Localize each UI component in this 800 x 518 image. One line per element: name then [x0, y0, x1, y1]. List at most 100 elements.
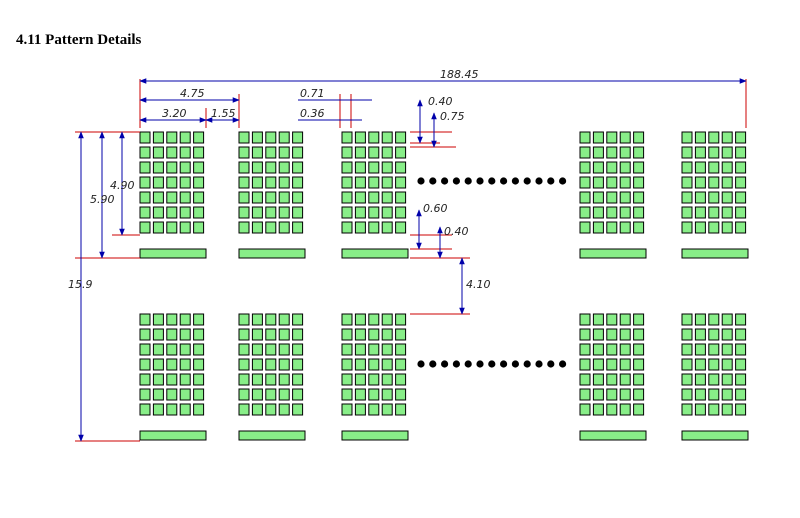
pad [292, 131, 304, 144]
pad [152, 373, 164, 386]
pad [681, 358, 693, 371]
pad [139, 358, 151, 371]
pad [708, 161, 720, 174]
pad [179, 358, 191, 371]
pad [193, 403, 205, 416]
pad [681, 373, 693, 386]
pad [265, 206, 277, 219]
pad [368, 313, 380, 326]
pad [694, 191, 706, 204]
pad [619, 176, 631, 189]
bar-pad [139, 430, 207, 441]
pad-block [341, 313, 409, 441]
pad [152, 221, 164, 234]
bar-pad [681, 430, 749, 441]
pad [592, 221, 604, 234]
pad [735, 161, 747, 174]
pad [278, 403, 290, 416]
bar-pad [139, 248, 207, 259]
pad [721, 373, 733, 386]
pad [694, 373, 706, 386]
pad [579, 313, 591, 326]
pad [265, 131, 277, 144]
pad [265, 161, 277, 174]
pad-block [579, 313, 647, 441]
pad [341, 146, 353, 159]
pad [579, 403, 591, 416]
pad-block [681, 313, 749, 441]
pad [265, 343, 277, 356]
pad [619, 328, 631, 341]
pad [238, 328, 250, 341]
pad [251, 131, 263, 144]
pad [681, 176, 693, 189]
continuation-dot [535, 177, 543, 185]
pad [368, 131, 380, 144]
pad [278, 221, 290, 234]
pad [166, 146, 178, 159]
pad [193, 221, 205, 234]
pad [395, 373, 407, 386]
pad [251, 191, 263, 204]
pad [292, 313, 304, 326]
continuation-dot [464, 360, 472, 368]
pad [368, 328, 380, 341]
pad-block [579, 131, 647, 259]
pad [592, 388, 604, 401]
pad [721, 161, 733, 174]
pad [681, 221, 693, 234]
pad [579, 221, 591, 234]
dim-pad-height-label: 0.40 [428, 95, 453, 108]
pad [708, 176, 720, 189]
pad [278, 206, 290, 219]
pad [381, 221, 393, 234]
pad [179, 221, 191, 234]
pad [381, 191, 393, 204]
dim-bar-gap-label: 0.60 [423, 202, 448, 215]
continuation-dot [559, 360, 567, 368]
pad [694, 161, 706, 174]
pad [179, 131, 191, 144]
pad [152, 161, 164, 174]
pad [681, 131, 693, 144]
pad [633, 343, 645, 356]
pad [179, 206, 191, 219]
pad [152, 358, 164, 371]
pad [179, 313, 191, 326]
pad [735, 206, 747, 219]
pad [166, 191, 178, 204]
pad [152, 176, 164, 189]
pad [179, 176, 191, 189]
pad-blocks [139, 131, 749, 441]
pad [381, 373, 393, 386]
pad [708, 373, 720, 386]
pad [368, 161, 380, 174]
pad [278, 388, 290, 401]
pad [193, 146, 205, 159]
continuation-dot [429, 177, 437, 185]
pad [166, 373, 178, 386]
pad [179, 328, 191, 341]
pad [251, 206, 263, 219]
pad [592, 146, 604, 159]
pad [708, 313, 720, 326]
pad [694, 206, 706, 219]
pad-block [139, 131, 207, 259]
pad [579, 176, 591, 189]
pad [735, 191, 747, 204]
pad [251, 373, 263, 386]
pad [735, 403, 747, 416]
pad [395, 343, 407, 356]
pad [579, 388, 591, 401]
pad [395, 176, 407, 189]
pad [292, 358, 304, 371]
pad [395, 403, 407, 416]
continuation-dot [452, 177, 460, 185]
pad [579, 191, 591, 204]
pad [579, 206, 591, 219]
pad [633, 328, 645, 341]
pad [395, 358, 407, 371]
pad [606, 313, 618, 326]
pad [278, 191, 290, 204]
